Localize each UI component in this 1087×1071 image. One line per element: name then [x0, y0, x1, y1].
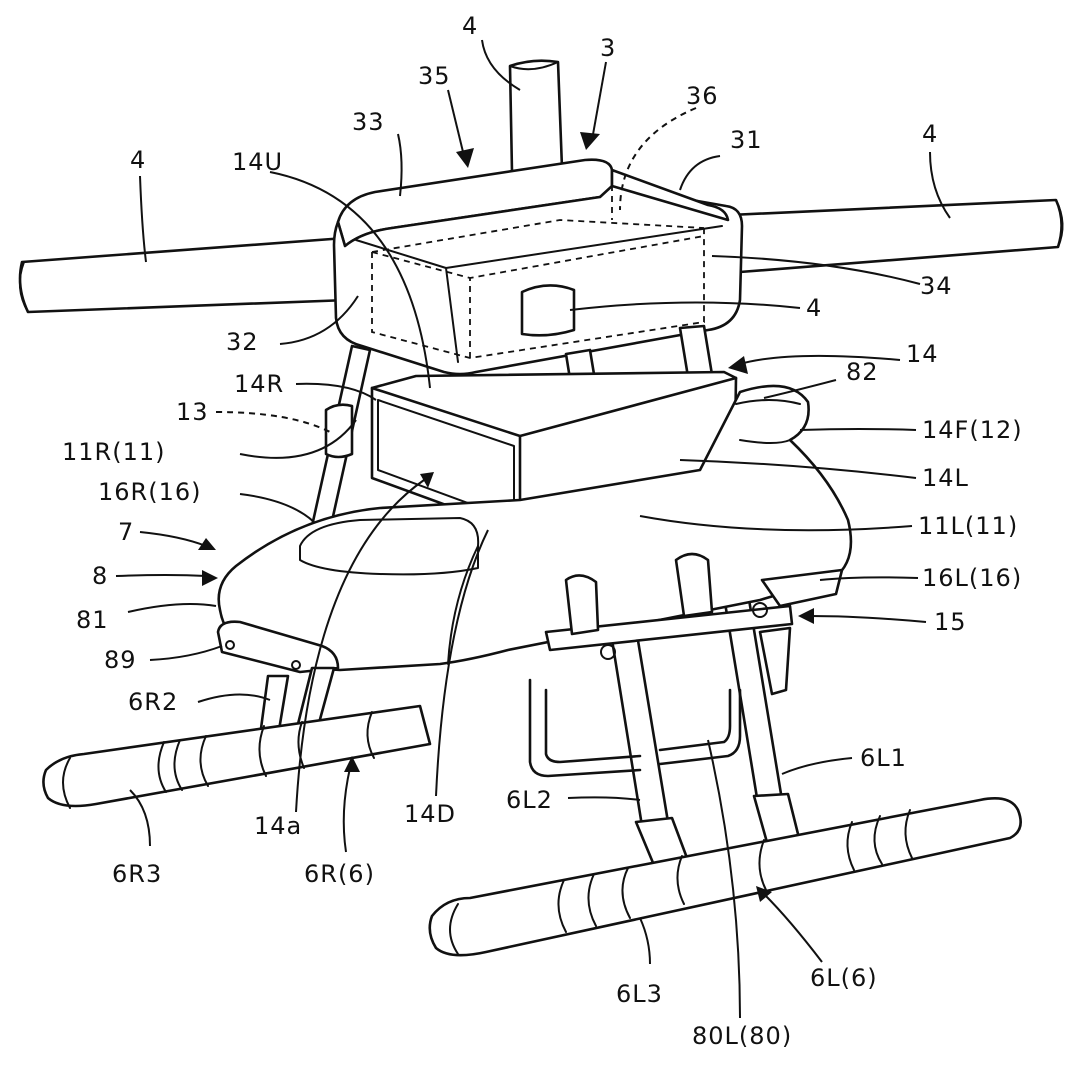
label-arm-center: 4: [806, 294, 822, 322]
label-upper-33: 33: [352, 108, 385, 136]
label-bracket-15: 15: [934, 608, 967, 636]
label-battery-36: 36: [686, 82, 719, 110]
label-rotor-arm-top: 4: [462, 12, 478, 40]
label-part-82: 82: [846, 358, 879, 386]
reference-labels: 4 3 35 36 4 33 31 4 14U 34 4 32 14 82 14…: [62, 12, 1023, 1050]
label-plate-89: 89: [104, 646, 137, 674]
rotor-arm-right: [728, 198, 1064, 274]
label-foot-6r3: 6R3: [112, 860, 162, 888]
label-rotor-arm-right: 4: [922, 120, 938, 148]
label-bottom-14d: 14D: [404, 800, 456, 828]
label-side-14r: 14R: [234, 370, 284, 398]
label-leg-6l1: 6L1: [860, 744, 907, 772]
label-right-11r: 11R(11): [62, 438, 165, 466]
label-cover-8: 8: [92, 562, 108, 590]
label-foot-6l3: 6L3: [616, 980, 663, 1008]
label-rotor-arm-left: 4: [130, 146, 146, 174]
label-cover-35: 35: [418, 62, 451, 90]
label-cover-32: 32: [226, 328, 259, 356]
leg-6r: [42, 666, 432, 809]
label-left-11l: 11L(11): [918, 512, 1018, 540]
label-body-3: 3: [600, 34, 616, 62]
body-3: [332, 158, 744, 376]
under-frame-80l: [528, 678, 742, 778]
label-tank-7: 7: [118, 518, 134, 546]
label-leg-6r: 6R(6): [304, 860, 375, 888]
rotor-arm-left: [18, 236, 350, 314]
label-top-14u: 14U: [232, 148, 283, 176]
label-front-14f: 14F(12): [922, 416, 1023, 444]
label-leg-6l2: 6L2: [506, 786, 553, 814]
label-frame-31: 31: [730, 126, 763, 154]
base-plate-89: [216, 620, 340, 674]
label-leg-6r2: 6R2: [128, 688, 178, 716]
label-opening-14a: 14a: [254, 812, 302, 840]
label-part-13: 13: [176, 398, 209, 426]
label-skid-16r: 16R(16): [98, 478, 201, 506]
label-skid-16l: 16L(16): [922, 564, 1022, 592]
leader-lines: [115, 39, 951, 1019]
label-side-34: 34: [920, 272, 953, 300]
label-part-81: 81: [76, 606, 109, 634]
bracket-15: [544, 552, 794, 696]
leg-6l: [428, 792, 1022, 957]
rotor-arm-top: [508, 59, 564, 174]
label-housing-14: 14: [906, 340, 939, 368]
label-side-14l: 14L: [922, 464, 969, 492]
label-leg-6l: 6L(6): [810, 964, 878, 992]
label-nozzle-80l: 80L(80): [692, 1022, 792, 1050]
